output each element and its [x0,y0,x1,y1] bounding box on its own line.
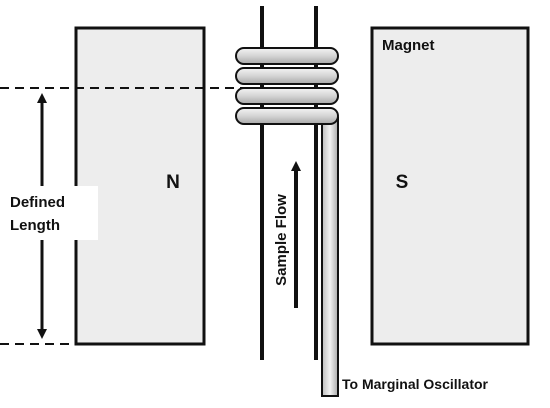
rf-coil-turn-3 [235,87,339,105]
oscillator-label: To Marginal Oscillator [342,376,489,392]
rf-coil-turn-1 [235,47,339,65]
defined-length-label-line2: Length [10,217,60,234]
south-pole-label: S [396,172,409,193]
north-pole-label: N [166,172,180,193]
rf-coil-turn-4 [235,107,339,125]
magnet-label: Magnet [382,37,435,54]
coil-lead-wire [321,117,339,397]
south-magnet-block [370,26,530,346]
defined-length-label-line1: Defined [10,194,65,211]
sample-flow-label: Sample Flow [273,194,290,286]
defined-length-label-box [0,186,98,240]
rf-coil-turn-2 [235,67,339,85]
